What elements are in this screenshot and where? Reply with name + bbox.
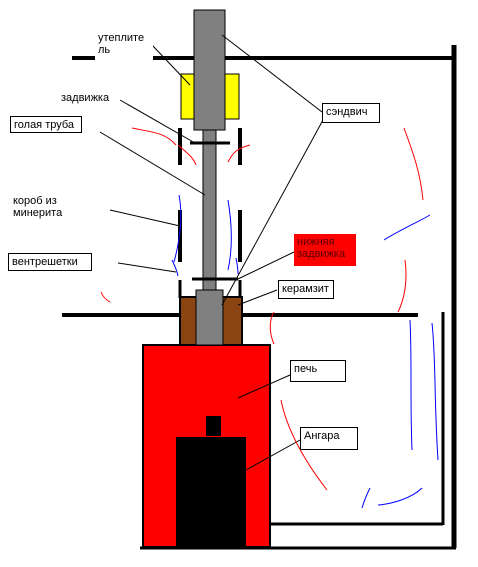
warm-air-curve [280, 399, 328, 491]
pointer-lines [99, 34, 324, 471]
cold-air-curve [383, 214, 431, 241]
pointer-sandwich-top [221, 34, 323, 113]
label-hangar: Ангара [300, 427, 358, 450]
cold-air-curve [431, 322, 439, 461]
label-stove: печь [290, 360, 346, 382]
insulation-right [224, 73, 240, 120]
sandwich-pipe-top [193, 9, 226, 131]
warm-air-curve [397, 259, 407, 313]
warm-air-curve [227, 144, 251, 163]
pointer-mineral-box [109, 209, 181, 227]
warm-air-curve [403, 127, 424, 201]
cold-air-curve [173, 194, 182, 263]
pointer-hangar [245, 439, 301, 471]
label-insulation: утеплите ль [95, 30, 153, 60]
label-expanded-clay: керамзит [278, 280, 334, 299]
cold-air-curve [361, 487, 371, 509]
pointer-sandwich-bottom [221, 119, 324, 306]
cold-air-curve [235, 257, 239, 275]
warm-air-curve [131, 127, 177, 146]
warm-air-curve [177, 144, 197, 166]
warm-air-curve [269, 311, 275, 345]
pointer-expanded-clay [237, 289, 278, 306]
cold-air-curve [171, 259, 179, 277]
warm-air-curve [100, 291, 111, 303]
cold-air-flow [19, 194, 439, 509]
bare-pipe [202, 129, 217, 291]
pointer-insulation [151, 44, 191, 86]
pointer-stove [237, 374, 291, 399]
label-lower-damper: нижняя задвижка [294, 234, 356, 266]
pointer-bare-pipe [99, 131, 206, 196]
pointer-lower-damper [237, 251, 295, 280]
label-sandwich: сэндвич [322, 103, 380, 123]
stove-firebox [176, 437, 246, 547]
label-bare-pipe: голая труба [10, 116, 82, 133]
label-damper: задвижка [58, 90, 120, 106]
cold-air-curve [409, 319, 413, 451]
cold-air-curve [377, 487, 423, 506]
warm-air-flow [100, 127, 424, 491]
cold-air-curve [227, 199, 232, 271]
stove-door-knob [206, 416, 221, 436]
label-mineral-box: короб из минерита [10, 193, 74, 223]
pointer-damper [119, 99, 196, 144]
label-vents: вентрешетки [8, 253, 92, 271]
pointer-vents [117, 262, 177, 273]
insulation-left [180, 73, 195, 120]
sandwich-pipe-bottom [195, 289, 224, 346]
